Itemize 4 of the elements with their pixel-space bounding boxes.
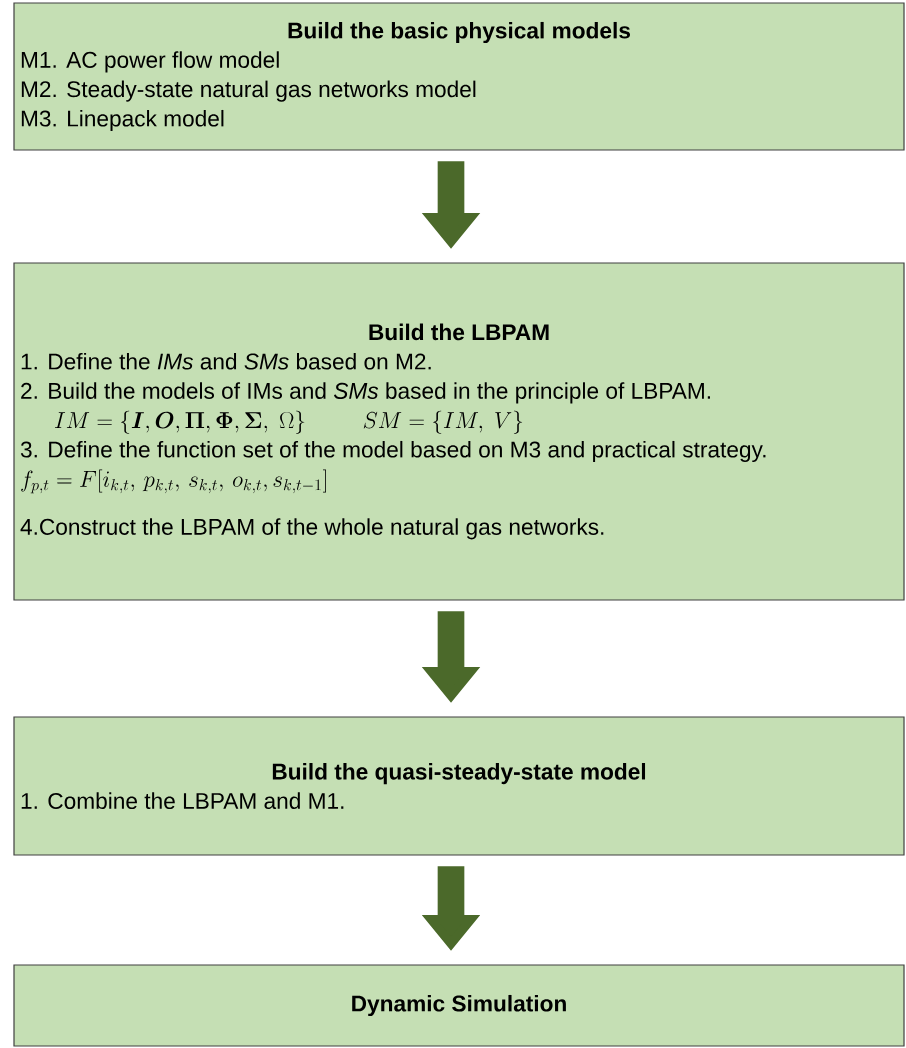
process-box: Dynamic Simulation (13, 964, 905, 1047)
process-box: Build the quasi-steady-state model 1. Combine the LBPAM and M1. (13, 716, 905, 856)
process-box: Build the LBPAM 1. Define the IMs and SMs based on M2. 2. Build the models of IMs and SMs based in the principle of LBPAM. $IM=\{\boldsymbol{I},\boldsymbol{O},\boldsymbol{\Pi},\boldsymbol{\Phi},\boldsymbol{\Sigma},\ \Omega\}$ $SM=\{IM,\ V\}$ 3. Define the function set of the model based on M3 and practical strategy. $f_{p,t}=F[i_{k,t},\,p_{k,t},\,s_{k,t},\,o_{k,t},s_{k,t-1}]$ 4.Construct the LBPAM of the whole natural gas networks. (13, 262, 905, 601)
process-box: Build the basic physical models M1. AC power flow model M2. Steady-state natural gas networks model M3. Linepack model (13, 2, 905, 151)
